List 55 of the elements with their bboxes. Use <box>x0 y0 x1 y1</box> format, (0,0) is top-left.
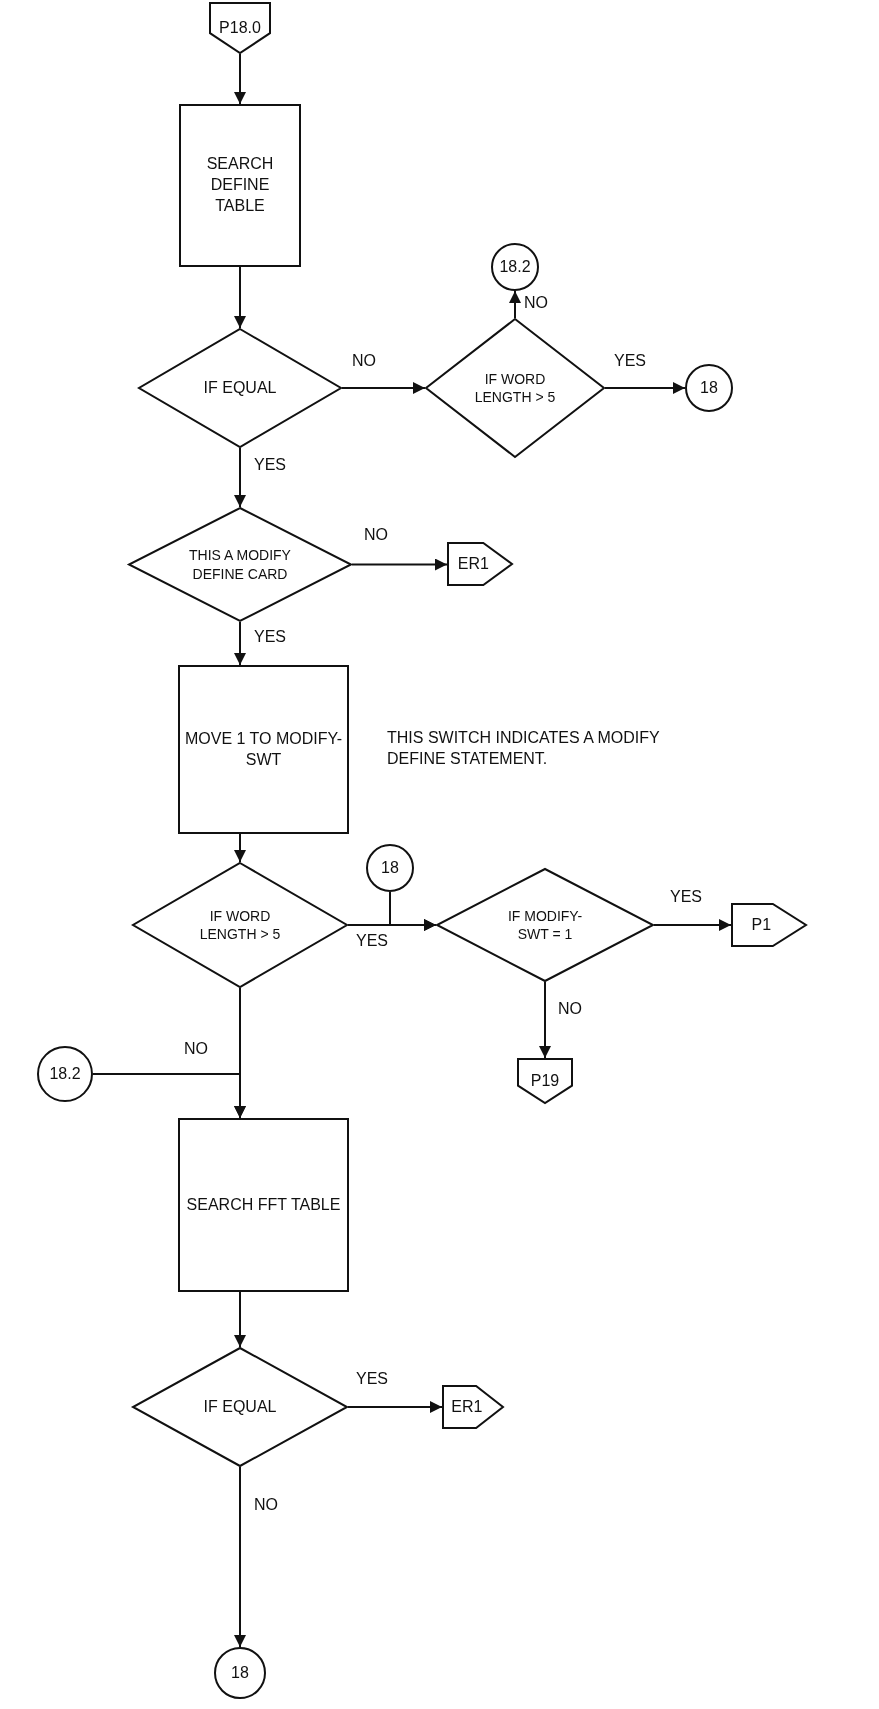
node-text: 18 <box>381 857 399 878</box>
process-box <box>178 1118 349 1292</box>
arrow <box>234 621 246 666</box>
connector-circle <box>366 844 414 892</box>
arrow <box>351 558 448 571</box>
note-text: THIS SWITCH INDICATES A MODIFY DEFINE STATEMENT. <box>387 728 661 769</box>
node-text: 18 <box>700 377 718 398</box>
arrow <box>234 833 246 863</box>
arrow <box>341 382 426 394</box>
decision-diamond <box>425 318 605 458</box>
process-box <box>178 665 349 834</box>
arrow <box>389 891 437 931</box>
node-text: SEARCH FFT TABLE <box>186 1194 341 1215</box>
node-text: 18 <box>231 1662 249 1683</box>
node-text: P18.0 <box>219 17 261 38</box>
node-text: 18.2 <box>499 256 531 277</box>
offpage-connector <box>517 1058 573 1104</box>
connector-circle <box>214 1647 266 1699</box>
connector-circle <box>37 1046 93 1102</box>
decision-diamond <box>436 868 654 982</box>
offpage-connector <box>731 903 807 947</box>
arrow <box>653 919 732 931</box>
node-text: 18.2 <box>49 1063 81 1084</box>
process-box <box>179 104 301 267</box>
connector-circle <box>685 364 733 412</box>
connector-circle <box>491 243 539 291</box>
decision-diamond <box>132 862 348 988</box>
offpage-connector <box>447 542 513 586</box>
decision-diamond <box>132 1347 348 1467</box>
node-text: ER1 <box>457 553 490 574</box>
offpage-connector <box>442 1385 504 1429</box>
arrow <box>234 447 246 508</box>
node-text: THIS A MODIFY DEFINE CARD <box>188 546 292 583</box>
arrow <box>604 382 686 394</box>
arrow <box>234 1291 246 1348</box>
arrow <box>92 1073 246 1119</box>
arrow <box>234 266 246 329</box>
node-text: SEARCH DEFINE TABLE <box>205 154 275 216</box>
node-text: IF MODIFY- SWT = 1 <box>506 906 584 944</box>
node-text: ER1 <box>451 1396 484 1417</box>
node-text: MOVE 1 TO MODIFY-SWT <box>183 728 344 770</box>
offpage-connector <box>209 2 271 54</box>
arrow <box>347 1401 443 1413</box>
arrow <box>234 53 246 105</box>
decision-diamond <box>138 328 342 448</box>
arrow <box>539 981 551 1059</box>
node-text: P1 <box>751 914 773 935</box>
arrow <box>509 290 521 319</box>
node-text: P19 <box>530 1070 560 1091</box>
node-text: IF EQUAL <box>203 1396 277 1417</box>
node-text: IF WORD LENGTH > 5 <box>473 369 557 407</box>
node-text: IF EQUAL <box>203 377 277 398</box>
decision-diamond <box>128 507 352 622</box>
arrow <box>234 1466 246 1648</box>
node-text: IF WORD LENGTH > 5 <box>198 906 282 944</box>
